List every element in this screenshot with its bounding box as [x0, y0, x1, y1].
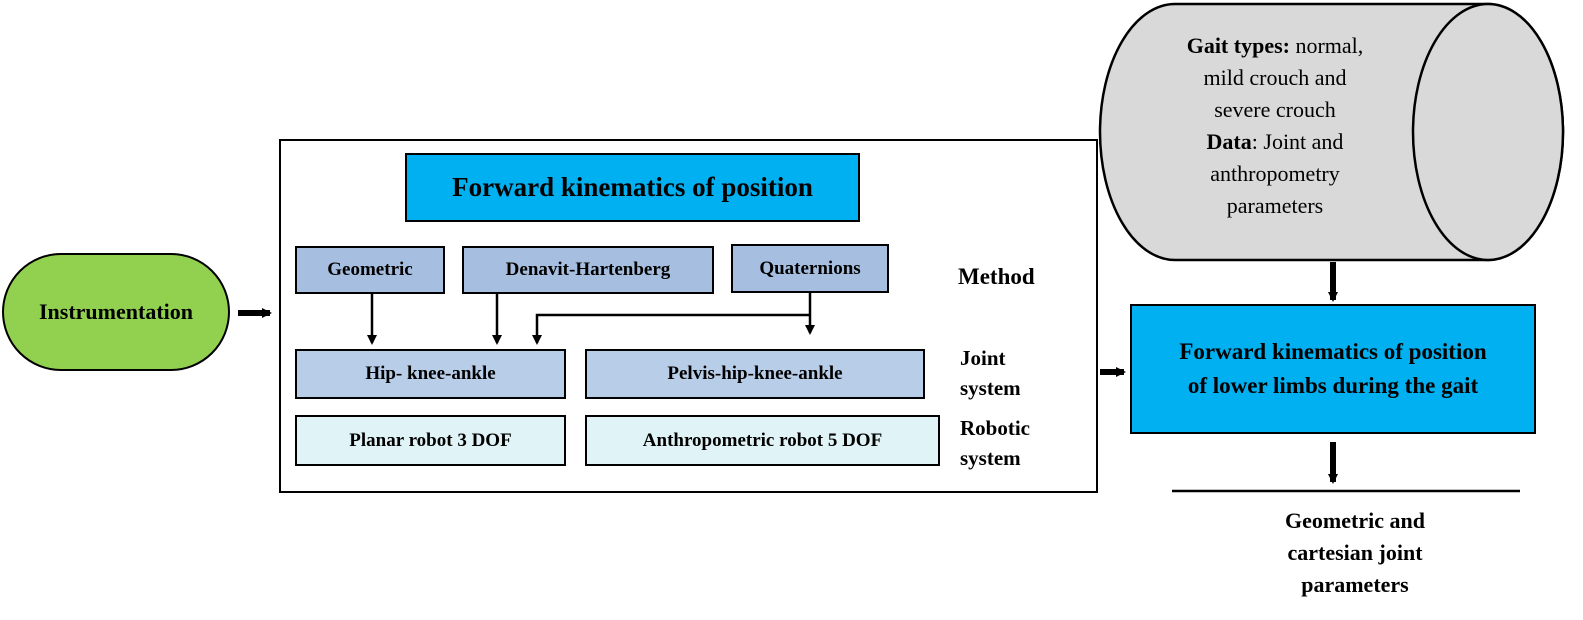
result-box: Forward kinematics of position of lower …: [1130, 304, 1536, 434]
method-label: Method: [958, 264, 1035, 289]
instrumentation-node: Instrumentation: [2, 253, 230, 371]
joint-system-label: Joint system: [960, 346, 1021, 400]
arrow-quaternions-to-hip-knee-ankle: [532, 313, 810, 345]
gait-types-key: Gait types:: [1186, 33, 1290, 58]
database-cap: [1411, 2, 1565, 262]
output-text: Geometric and cartesian joint parameters: [1285, 508, 1425, 597]
joint-hip-knee-ankle: Hip- knee-ankle: [295, 349, 566, 399]
method-denavit-hartenberg: Denavit-Hartenberg: [462, 246, 714, 294]
robot-anthropometric-5dof: Anthropometric robot 5 DOF: [585, 415, 940, 466]
method-geometric: Geometric: [295, 246, 445, 294]
robot-planar-3dof: Planar robot 3 DOF: [295, 415, 566, 466]
database-cylinder: [1098, 2, 1565, 262]
robotic-system-label: Robotic system: [960, 416, 1030, 470]
framework-container: [279, 139, 1098, 493]
joint-pelvis-hip-knee-ankle: Pelvis-hip-knee-ankle: [585, 349, 925, 399]
data-key: Data: [1206, 129, 1252, 154]
database-text: Gait types: normal, mild crouch and seve…: [1186, 33, 1364, 218]
method-quaternions: Quaternions: [731, 244, 889, 293]
framework-title: Forward kinematics of position: [405, 153, 860, 222]
instrumentation-label: Instrumentation: [38, 299, 193, 324]
